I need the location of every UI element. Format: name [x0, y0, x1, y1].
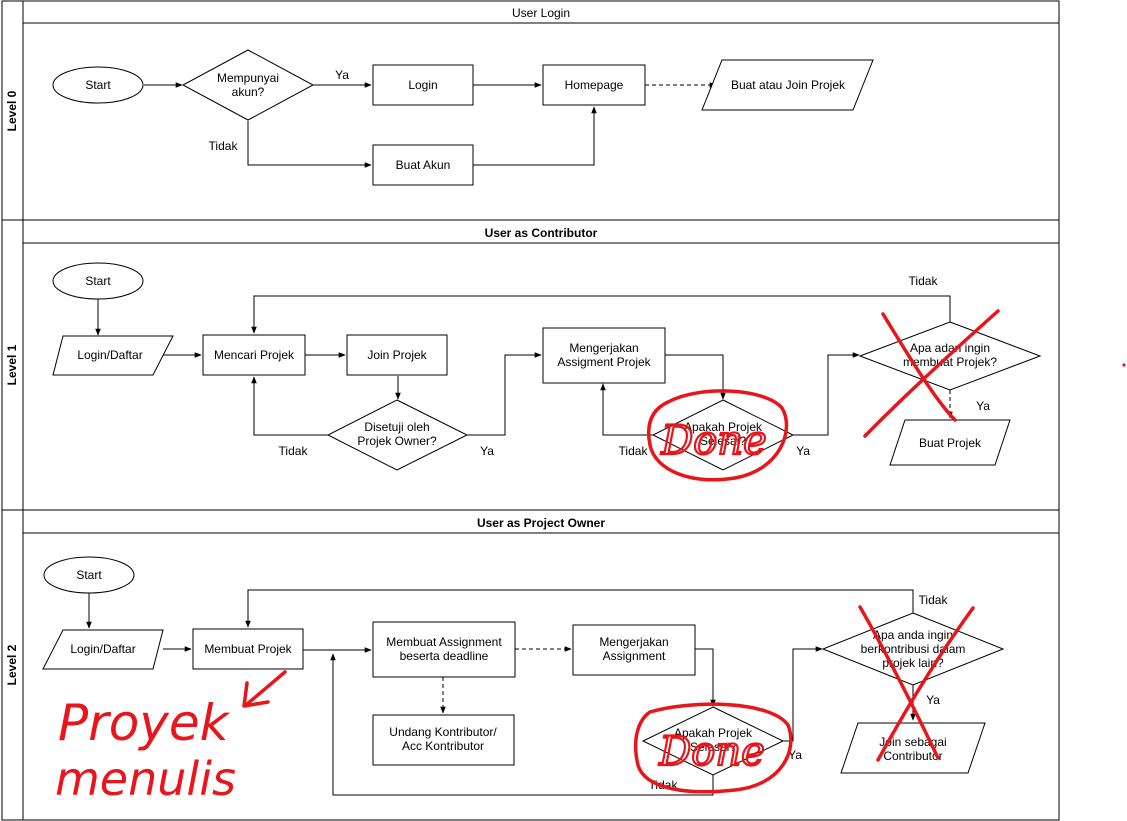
no-label: Tidak [209, 139, 239, 153]
create-project-label: Membuat Projek [204, 642, 292, 656]
homepage-box: Homepage [542, 64, 646, 106]
login-label: Login [408, 78, 437, 92]
assignment-line-2: beserta deadline [400, 649, 489, 663]
working-line-2: Assignment [603, 649, 666, 663]
invite-line-1: Undang Kontributor/ [389, 725, 497, 739]
working-line-1: Mengerjakan [569, 341, 638, 355]
join-contributor-line-2: Contributor [883, 749, 942, 763]
join-project-label: Join Projek [367, 348, 427, 362]
note-handwriting-line-2: menulis [55, 752, 236, 806]
done-handwriting: Done [658, 729, 765, 775]
login-register-io: Login/Daftar [52, 335, 174, 376]
working-line-1: Mengerjakan [599, 635, 668, 649]
create-project-io: Buat Projek [889, 419, 1011, 466]
decision-line-2: Projek Owner? [357, 434, 437, 448]
note-handwriting-line-1: Proyek [58, 694, 231, 752]
red-cross-stroke [876, 606, 975, 762]
decision-line-3: projek lain? [882, 656, 944, 670]
lane2-edges [86, 589, 916, 796]
lane1-start: Start [52, 262, 144, 300]
swimlane-level-0: Level 0 User Login [1, 0, 1060, 221]
login-register-io: Login/Daftar [42, 629, 164, 670]
red-circle [633, 702, 793, 794]
decision-line-1: Disetuji oleh [364, 420, 429, 434]
want-create-decision: Apa adan ingin membuat Projek? [858, 321, 1042, 391]
handwritten-annotations: Done Done Proyek menulis [55, 309, 1126, 806]
search-project-label: Mencari Projek [214, 348, 295, 362]
approved-decision: Disetuji oleh Projek Owner? [326, 399, 469, 471]
invite-contributor-box: Undang Kontributor/ Acc Kontributor [372, 714, 515, 766]
lane1-edges [95, 295, 953, 436]
red-circle [647, 389, 789, 482]
create-assignment-box: Membuat Assignment beserta deadline [372, 621, 516, 678]
yes-label: Ya [788, 748, 802, 762]
create-or-join-io: Buat atau Join Projek [701, 59, 874, 111]
lane0-start: Start [52, 66, 144, 104]
lane-label-level-0: Level 0 [5, 90, 19, 131]
no-label: Tidak [619, 444, 649, 458]
lane-title-project-owner: User as Project Owner [477, 516, 605, 530]
decision-line-1: Apakah Projek [674, 726, 753, 740]
create-account-label: Buat Akun [396, 158, 451, 172]
no-label: Tidak [909, 274, 939, 288]
search-project-box: Mencari Projek [202, 334, 306, 376]
working-line-2: Assigment Projek [557, 355, 651, 369]
finished-decision: Apakah Projek Selesai? [641, 706, 785, 776]
yes-label: Ya [480, 444, 494, 458]
has-account-decision: Mempunyai akun? [181, 49, 315, 121]
decision-line-2: akun? [232, 85, 265, 99]
decision-line-2: Selesai? [690, 740, 736, 754]
start-label: Start [85, 78, 111, 92]
assignment-line-1: Membuat Assignment [386, 635, 502, 649]
login-register-label: Login/Daftar [77, 348, 142, 362]
working-assignment-box: Mengerjakan Assigment Projek [542, 327, 666, 384]
red-cross-stroke [858, 605, 940, 760]
login-box: Login [372, 64, 474, 106]
lane-label-level-2: Level 2 [5, 644, 19, 685]
decision-line-1: Mempunyai [217, 71, 279, 85]
start-label: Start [85, 274, 111, 288]
start-label: Start [76, 568, 102, 582]
red-dot [1122, 363, 1126, 367]
create-project-label: Buat Projek [919, 436, 982, 450]
lane-label-level-1: Level 1 [5, 344, 19, 385]
finished-decision: Apakah Projek Selesai? [651, 399, 795, 471]
lane-title-contributor: User as Contributor [485, 226, 598, 240]
login-register-label: Login/Daftar [70, 642, 135, 656]
red-cross-stroke [881, 312, 957, 422]
lane0-edges [144, 82, 717, 168]
decision-line-1: Apa adan ingin [910, 341, 990, 355]
yes-label: Ya [926, 693, 940, 707]
yes-label: Ya [335, 68, 349, 82]
no-label: Tidak [919, 593, 949, 607]
done-handwriting: Done [660, 418, 767, 464]
lane2-start: Start [43, 556, 135, 594]
lane-title-user-login: User Login [512, 6, 570, 20]
invite-line-2: Acc Kontributor [402, 739, 484, 753]
yes-label: Ya [976, 399, 990, 413]
red-arrow-head [242, 681, 270, 708]
working-assignment-box: Mengerjakan Assignment [572, 624, 696, 676]
decision-line-2: Selesai? [700, 434, 746, 448]
join-project-box: Join Projek [346, 334, 448, 376]
homepage-label: Homepage [565, 78, 624, 92]
decision-line-2: membuat Projek? [903, 355, 997, 369]
create-account-box: Buat Akun [372, 144, 474, 186]
no-label: Tidak [279, 444, 309, 458]
create-project-box: Membuat Projek [192, 628, 304, 670]
join-contributor-io: Join sebagai Contributor [840, 722, 986, 774]
red-arrow-shaft [244, 670, 287, 707]
create-or-join-label: Buat atau Join Projek [731, 78, 846, 92]
decision-line-1: Apakah Projek [684, 420, 763, 434]
red-cross-stroke [863, 309, 1000, 438]
yes-label: Ya [796, 444, 810, 458]
decision-line-1: Apa anda ingin [873, 628, 953, 642]
